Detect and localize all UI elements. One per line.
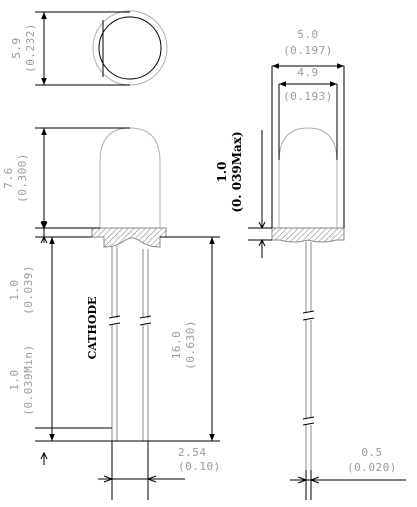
top-view-inner-circle (98, 16, 162, 80)
dome-height-label: 7.6 (2, 167, 15, 188)
outer-dia-label: 5.0 (297, 28, 318, 41)
top-view: 5.9 (0.232) (10, 10, 168, 86)
pitch-label-in: (0.10) (178, 460, 221, 473)
inner-dia-label: 4.9 (297, 66, 318, 79)
outer-dia-label-in: (0.197) (283, 44, 333, 57)
flange-gap-label: 1.0 (8, 279, 21, 300)
lead-cathode (108, 246, 121, 441)
top-view-outer-circle (92, 10, 168, 86)
right-side-view: 5.0 (0.197) 4.9 (0.193) 1.0 (0. 039Max) … (215, 28, 406, 500)
top-dia-label-in: (0.232) (24, 23, 37, 73)
dome-height-label-in: (0.300) (16, 153, 29, 203)
lead-anode (139, 249, 152, 441)
pitch-label: 2.54 (178, 446, 207, 459)
led-dome-body-right (278, 127, 338, 228)
led-flange-right (271, 227, 345, 243)
min-len-label: 1.0 (8, 369, 21, 390)
top-dia-label: 5.9 (10, 37, 23, 58)
cathode-label: CATHODE (86, 297, 99, 360)
lead-right (302, 242, 315, 500)
max-gap-label-in: (0. 039Max) (230, 131, 244, 212)
led-flange (91, 227, 167, 248)
lead-thk-label-in: (0.020) (347, 461, 397, 474)
left-side-view: 7.6 (0.300) 1.0 (0.039) 1.0 (0.039Min) C… (2, 127, 221, 500)
flange-gap-label-in: (0.039) (22, 265, 35, 315)
lead-length-label-in: (0.630) (184, 320, 197, 370)
min-len-label-in: (0.039Min) (22, 344, 35, 415)
lead-length-label: 16.0 (170, 331, 183, 360)
led-dome-body (99, 127, 161, 228)
lead-thk-label: 0.5 (361, 446, 382, 459)
max-gap-label: 1.0 (215, 162, 229, 183)
inner-dia-label-in: (0.193) (283, 90, 333, 103)
